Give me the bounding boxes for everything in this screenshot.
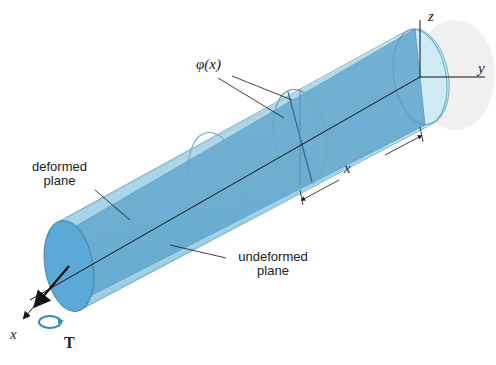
axis-label: x <box>10 326 17 343</box>
plane-label: undeformed plane <box>228 250 318 279</box>
plane-label: deformed plane <box>22 160 97 189</box>
angle-label: φ(x) <box>196 56 221 73</box>
dimension-label: x <box>344 160 351 177</box>
axis-label: z <box>428 8 434 25</box>
axis-label: y <box>478 60 485 77</box>
torque-label: T <box>64 334 75 352</box>
